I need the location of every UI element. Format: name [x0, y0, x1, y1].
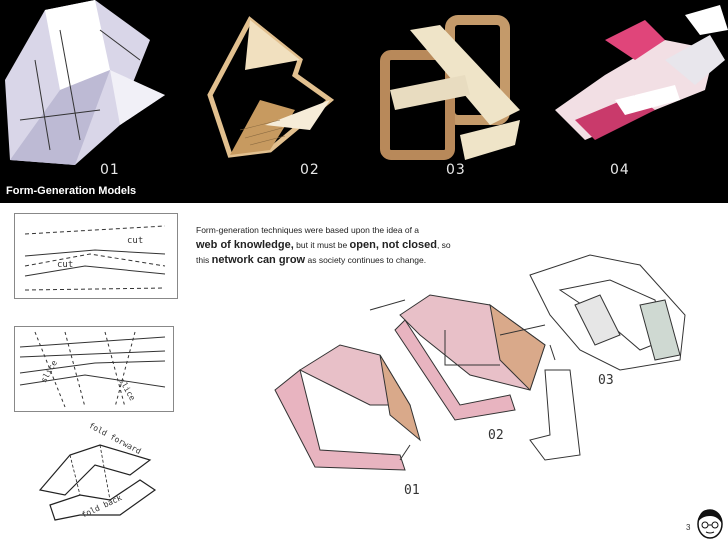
body-line-1: Form-generation techniques were based up…	[196, 225, 419, 235]
model-photo-03	[370, 0, 535, 185]
linked-models-diagram	[260, 245, 700, 490]
sketch-cut: cut cut	[14, 213, 178, 299]
sketch-slice: slice slice	[14, 326, 174, 412]
cut-lines-drawing	[15, 214, 177, 298]
model-photo-strip: 01 02 03 04 Form-Generation Models	[0, 0, 728, 203]
fold-sketch	[30, 420, 170, 535]
model-photo-02	[190, 0, 345, 185]
section-caption: Form-Generation Models	[6, 185, 136, 197]
page-number: 3	[686, 523, 690, 532]
model-photo-01	[0, 0, 180, 185]
model-photo-04	[545, 0, 728, 185]
model-number-01: 01	[100, 162, 120, 178]
cut-label-1: cut	[127, 236, 143, 246]
diagram-label-01: 01	[404, 483, 420, 498]
diagram-label-02: 02	[488, 428, 504, 443]
slice-lines-drawing	[15, 327, 173, 411]
model-number-03: 03	[446, 162, 466, 178]
cut-label-2: cut	[57, 260, 73, 270]
model-number-04: 04	[610, 162, 630, 178]
diagram-label-03: 03	[598, 373, 614, 388]
model-number-02: 02	[300, 162, 320, 178]
face-logo	[696, 508, 724, 540]
body-pre-2: this	[196, 255, 212, 265]
